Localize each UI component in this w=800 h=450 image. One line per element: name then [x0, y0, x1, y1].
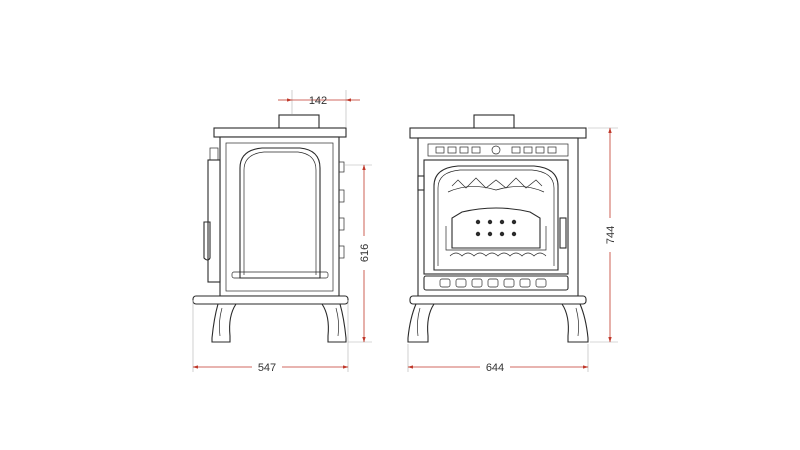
- side-flue-collar: [278, 114, 320, 130]
- dim-side-depth-label: 547: [258, 362, 276, 374]
- front-view: [407, 114, 589, 343]
- front-door-frame: [423, 159, 569, 275]
- side-top-plate: [213, 127, 347, 138]
- front-grate-rivets: [475, 219, 517, 237]
- front-door-latch: [559, 217, 567, 249]
- front-fire-window: [433, 165, 559, 271]
- dim-flue-offset-label: 142: [309, 95, 327, 107]
- front-base-plinth: [409, 295, 587, 305]
- dim-side-height-label: 616: [359, 244, 371, 262]
- front-right-leg: [560, 303, 589, 343]
- front-ashpan-band: [423, 275, 569, 291]
- front-door-hinge: [417, 175, 425, 191]
- front-flue-collar: [473, 114, 515, 130]
- front-top-band: [427, 143, 569, 157]
- front-top-vents: [435, 145, 557, 155]
- side-base-plinth: [192, 295, 349, 305]
- side-view: [192, 114, 349, 343]
- front-fire-grate: [451, 207, 541, 249]
- side-arched-panel: [239, 147, 321, 279]
- front-ashpan-vents: [439, 278, 547, 288]
- front-left-leg: [407, 303, 436, 343]
- side-right-leg: [320, 303, 347, 343]
- front-top-plate: [409, 127, 587, 139]
- dim-front-width-label: 644: [486, 362, 504, 374]
- dim-total-height-label: 744: [605, 226, 617, 244]
- side-left-leg: [211, 303, 238, 343]
- side-door-profile: [207, 159, 221, 283]
- dimensions: 142 616 547 644 744: [192, 90, 618, 374]
- side-door-handle: [203, 221, 211, 261]
